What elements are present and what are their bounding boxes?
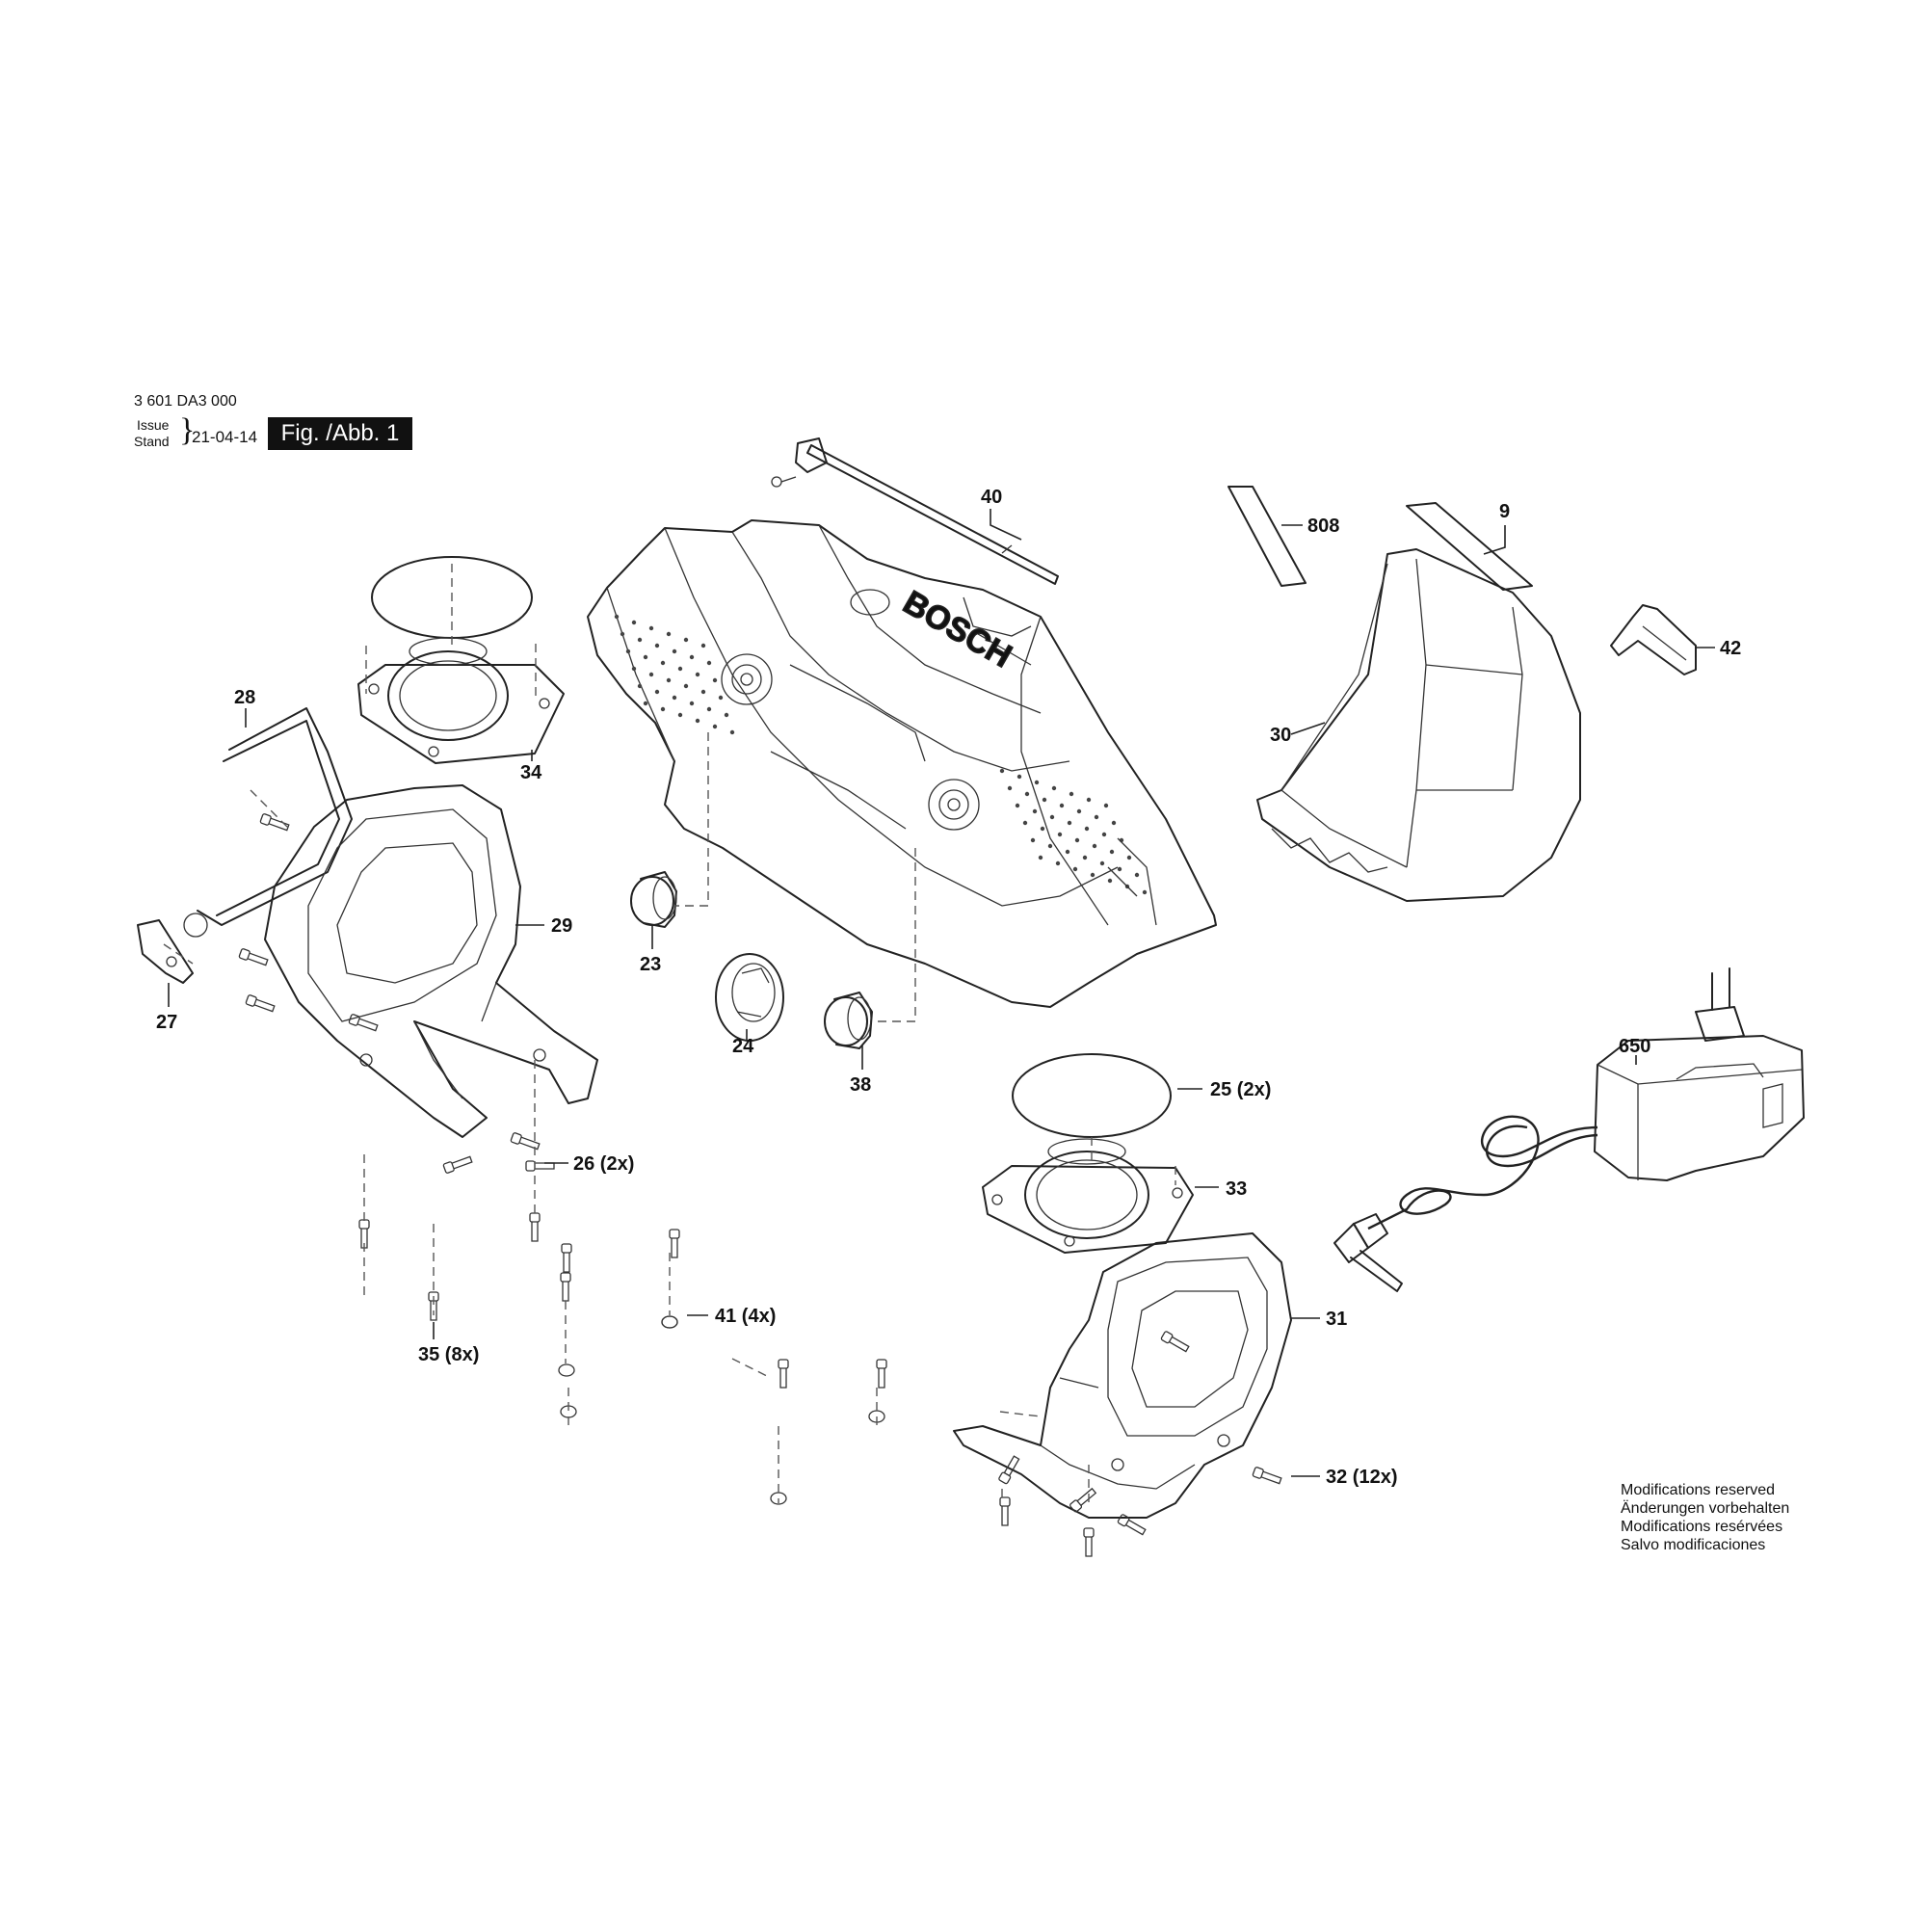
speaker-right [982,1053,1194,1254]
tuning-dial-left [721,653,773,705]
callout-labels: 40 808 9 42 30 28 34 29 27 23 24 38 650 … [156,487,1741,1488]
note-line-es: Salvo modificaciones [1621,1537,1766,1553]
issue-label: Issue [137,417,170,433]
callout-28: 28 [234,687,255,708]
speaker-left [357,556,565,764]
stand-label: Stand [134,434,170,449]
callout-24: 24 [732,1036,754,1057]
document-number: 3 601 DA3 000 [134,393,237,410]
callout-30: 30 [1270,725,1291,746]
note-line-en: Modifications reserved [1621,1482,1776,1498]
callout-27: 27 [156,1012,177,1033]
brace-glyph: } [179,412,196,448]
figure-badge: Fig. /Abb. 1 [268,417,412,450]
speaker-grille-right [999,768,1148,895]
callout-40: 40 [981,487,1002,508]
assembly-lines [163,564,1176,1508]
speaker-grille-left [614,614,735,735]
callout-42: 42 [1720,638,1741,659]
handle-rod [183,707,353,938]
brand-logo-oval [850,589,890,616]
callout-32: 32 (12x) [1326,1467,1398,1488]
power-adapter [1333,967,1805,1292]
knob-24 [715,953,784,1042]
callout-29: 29 [551,915,572,937]
radio-housing: BOSCH [587,519,1217,1008]
callout-34: 34 [520,762,542,783]
callout-38: 38 [850,1074,871,1096]
frame-right [953,1232,1292,1519]
knob-23 [630,871,677,928]
leader-lines [168,509,1715,1477]
note-line-fr: Modifications resérvées [1621,1519,1783,1535]
callout-9: 9 [1499,501,1510,522]
issue-date: 21-04-14 [192,428,258,446]
callout-35: 35 (8x) [418,1344,479,1365]
screws [238,813,1282,1557]
callout-650: 650 [1619,1036,1650,1057]
callout-26: 26 (2x) [573,1153,634,1175]
callout-23: 23 [640,954,661,975]
tuning-dial-right [928,779,980,831]
foot-left [137,919,194,984]
battery-cover [1256,548,1581,902]
callout-25: 25 (2x) [1210,1079,1271,1100]
label-sticker-9 [1406,502,1533,591]
callout-31: 31 [1326,1309,1347,1330]
latch [1610,604,1697,675]
label-sticker-808 [1227,486,1307,587]
antenna [771,437,1059,585]
note-line-de: Änderungen vorbehalten [1621,1500,1790,1517]
callout-33: 33 [1226,1178,1247,1200]
knob-38 [824,992,873,1049]
frame-left [264,784,598,1138]
modifications-note: Modifications reserved Änderungen vorbeh… [1621,1481,1789,1554]
callout-808: 808 [1307,516,1339,537]
callout-41: 41 (4x) [715,1306,776,1327]
